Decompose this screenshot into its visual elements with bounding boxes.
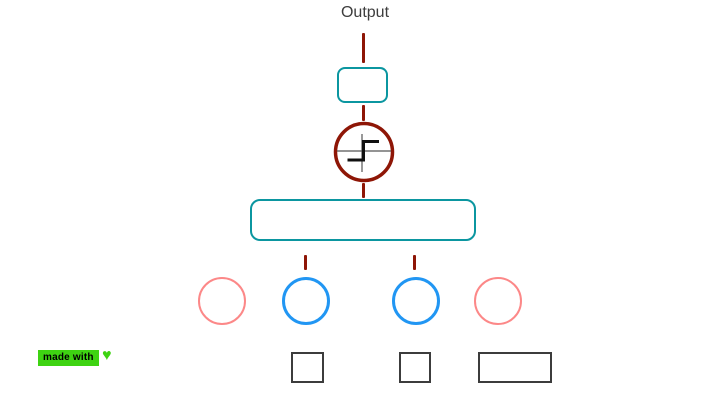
value-box-2[interactable] (399, 352, 431, 383)
value-box-1[interactable] (291, 352, 324, 383)
input-node-active-1[interactable] (282, 277, 330, 325)
connector-input-right (413, 255, 416, 270)
connector-weights-top (362, 183, 365, 198)
output-box-node[interactable] (337, 67, 388, 103)
activation-node[interactable] (332, 120, 396, 184)
input-node-inactive-2[interactable] (474, 277, 522, 325)
input-node-inactive-1[interactable] (198, 277, 246, 325)
step-function-icon (333, 121, 395, 183)
value-box-wide[interactable] (478, 352, 552, 383)
weights-box-node[interactable] (250, 199, 476, 241)
connector-input-left (304, 255, 307, 270)
output-label: Output (340, 4, 390, 21)
input-node-active-2[interactable] (392, 277, 440, 325)
connector-activation-top (362, 105, 365, 121)
green-heart-icon: ♥ (102, 347, 112, 364)
connector-output (362, 33, 365, 63)
made-with-badge[interactable]: made with (38, 350, 99, 366)
made-with-badge-label: made with (43, 352, 94, 363)
